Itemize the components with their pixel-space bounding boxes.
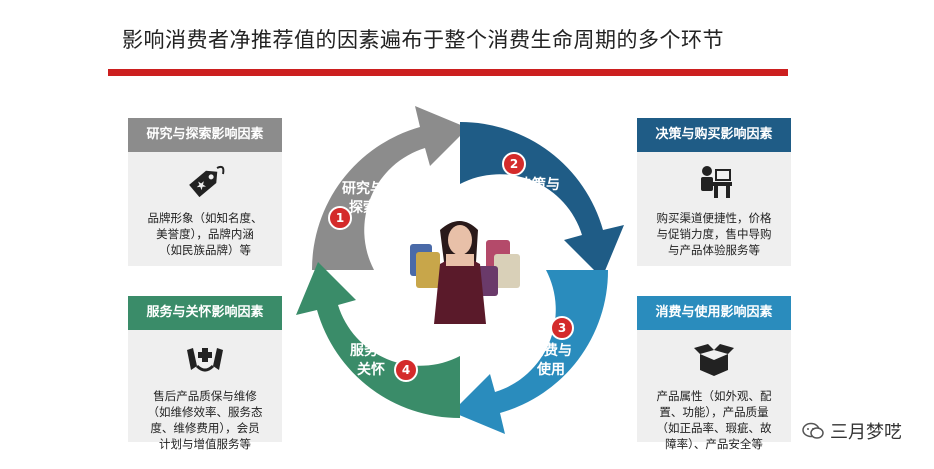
tag-icon: ★ [128, 160, 282, 204]
panel-research: 研究与探索影响因素 ★ 品牌形象（如知名度、 美誉度），品牌内涵 （如民族品牌）… [128, 118, 282, 266]
panel-usage-line: （如正品率、瑕疵、故 [656, 421, 772, 435]
panel-service-line: 售后产品质保与维修 [153, 389, 257, 403]
panel-research-line: 美誉度），品牌内涵 [156, 227, 254, 241]
segment-usage [452, 270, 609, 434]
panel-usage-line: 障率）、产品安全等 [665, 437, 763, 451]
segment-label-line: 服务与 [350, 343, 392, 359]
shopper-illustration [410, 221, 520, 324]
panel-research-header: 研究与探索影响因素 [128, 118, 282, 152]
badge-1: 1 [328, 206, 352, 230]
segment-label-line: 使用 [537, 362, 565, 378]
segment-label-line: 消费与 [530, 343, 572, 359]
lifecycle-diagram: 研究与 探索 1 决策与 购买 2 消费与 使用 3 服务与 关怀 4 [290, 94, 630, 444]
segment-label-usage: 消费与 使用 [530, 342, 572, 380]
wechat-icon [802, 422, 824, 439]
panel-research-line: 品牌形象（如知名度、 [147, 211, 263, 225]
segment-label-line: 关怀 [357, 362, 385, 378]
panel-usage-body: 产品属性（如外观、配 置、功能），产品质量 （如正品率、瑕疵、故 障率）、产品安… [637, 382, 791, 452]
panel-decision: 决策与购买影响因素 购买渠道便捷性，价格 与促销力度，售中导购 与产品体验服务等 [637, 118, 791, 266]
panel-decision-line: 与促销力度，售中导购 [656, 227, 772, 241]
title-underline [108, 69, 788, 76]
badge-4: 4 [394, 358, 418, 382]
badge-3: 3 [550, 316, 574, 340]
segment-label-service: 服务与 关怀 [350, 342, 392, 380]
watermark: 三月梦呓 [802, 418, 902, 444]
panel-decision-line: 与产品体验服务等 [668, 243, 760, 257]
panel-decision-body: 购买渠道便捷性，价格 与促销力度，售中导购 与产品体验服务等 [637, 204, 791, 258]
panel-service-line: 度、维修费用），会员 [150, 421, 260, 435]
segment-label-line: 决策与 [518, 177, 560, 193]
panel-research-line: （如民族品牌）等 [159, 243, 251, 257]
panel-usage-line: 置、功能），产品质量 [659, 405, 769, 419]
panel-usage: 消费与使用影响因素 产品属性（如外观、配 置、功能），产品质量 （如正品率、瑕疵… [637, 296, 791, 451]
segment-research [311, 106, 468, 270]
page-title: 影响消费者净推荐值的因素遍布于整个消费生命周期的多个环节 [122, 28, 724, 52]
segment-service [296, 262, 460, 419]
panel-usage-line: 产品属性（如外观、配 [656, 389, 772, 403]
panel-service: 服务与关怀影响因素 售后产品质保与维修 （如维修效率、服务态 度、维修费用），会… [128, 296, 282, 451]
panel-decision-line: 购买渠道便捷性，价格 [656, 211, 772, 225]
segment-label-line: 研究与 [342, 181, 384, 197]
care-hands-icon [128, 338, 282, 382]
watermark-text: 三月梦呓 [830, 422, 902, 443]
segment-label-line: 探索 [349, 200, 377, 216]
panel-research-body: 品牌形象（如知名度、 美誉度），品牌内涵 （如民族品牌）等 [128, 204, 282, 258]
panel-service-line: （如维修效率、服务态 [147, 405, 263, 419]
panel-decision-header: 决策与购买影响因素 [637, 118, 791, 152]
segment-label-research: 研究与 探索 [342, 180, 384, 218]
panel-service-header: 服务与关怀影响因素 [128, 296, 282, 330]
lifecycle-ring [296, 106, 624, 434]
desk-person-icon [637, 160, 791, 204]
badge-2: 2 [502, 152, 526, 176]
panel-service-line: 计划与增值服务等 [159, 437, 251, 451]
panel-usage-header: 消费与使用影响因素 [637, 296, 791, 330]
panel-service-body: 售后产品质保与维修 （如维修效率、服务态 度、维修费用），会员 计划与增值服务等 [128, 382, 282, 452]
box-icon [637, 338, 791, 382]
segment-label-decision: 决策与 购买 [518, 176, 560, 214]
segment-decision [460, 121, 624, 278]
segment-label-line: 购买 [525, 196, 553, 212]
